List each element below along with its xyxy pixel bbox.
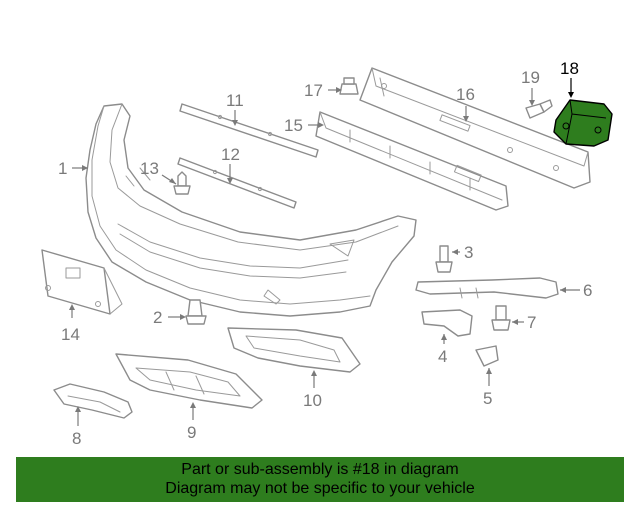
callout-10: 10 <box>303 391 322 410</box>
callout-13: 13 <box>140 159 159 178</box>
callout-3: 3 <box>464 243 473 262</box>
callout-labels: 1 2 3 4 5 6 7 8 9 10 11 12 13 14 15 16 1… <box>58 59 592 448</box>
leader-arrowheads <box>69 87 574 412</box>
callout-1: 1 <box>58 159 67 178</box>
part-13-clip[interactable] <box>173 171 191 195</box>
info-banner: Part or sub-assembly is #18 in diagram D… <box>16 457 624 502</box>
callout-7: 7 <box>527 313 536 332</box>
callout-4: 4 <box>438 347 447 366</box>
callout-12: 12 <box>221 145 240 164</box>
part-17-bolt[interactable] <box>339 77 359 95</box>
callout-15: 15 <box>284 116 303 135</box>
callout-16: 16 <box>456 85 475 104</box>
part-2-clip[interactable] <box>185 299 207 325</box>
part-1-bumper-cover[interactable] <box>85 103 417 317</box>
part-4-mount[interactable] <box>421 309 473 337</box>
part-15-energy-absorber[interactable] <box>315 111 509 211</box>
callout-14: 14 <box>61 325 80 344</box>
banner-line-2: Diagram may not be specific to your vehi… <box>165 480 475 497</box>
part-7-bolt[interactable] <box>491 305 511 331</box>
part-19-bolt[interactable] <box>525 99 553 119</box>
part-18-bracket-highlighted[interactable] <box>553 99 613 147</box>
callout-11: 11 <box>226 91 244 110</box>
callout-5: 5 <box>483 389 492 408</box>
callout-6: 6 <box>583 281 592 300</box>
part-11-upper-strip[interactable] <box>179 103 319 158</box>
banner-line-1: Part or sub-assembly is #18 in diagram <box>181 461 459 478</box>
callout-8: 8 <box>72 429 81 448</box>
part-8-trim[interactable] <box>53 383 133 419</box>
part-5-screw[interactable] <box>475 345 499 367</box>
callout-2: 2 <box>153 308 162 327</box>
part-9-side-grille[interactable] <box>115 353 263 409</box>
part-14-license-bracket[interactable] <box>41 249 123 315</box>
part-16-reinforcement-beam[interactable] <box>359 67 591 189</box>
callout-9: 9 <box>187 423 196 442</box>
part-6-side-bracket[interactable] <box>415 277 559 299</box>
callout-18: 18 <box>560 59 579 78</box>
callout-17: 17 <box>304 81 323 100</box>
part-12-lower-strip[interactable] <box>177 157 297 209</box>
part-10-lower-grille[interactable] <box>227 327 361 373</box>
callout-19: 19 <box>521 68 540 87</box>
part-3-bolt[interactable] <box>435 245 453 273</box>
